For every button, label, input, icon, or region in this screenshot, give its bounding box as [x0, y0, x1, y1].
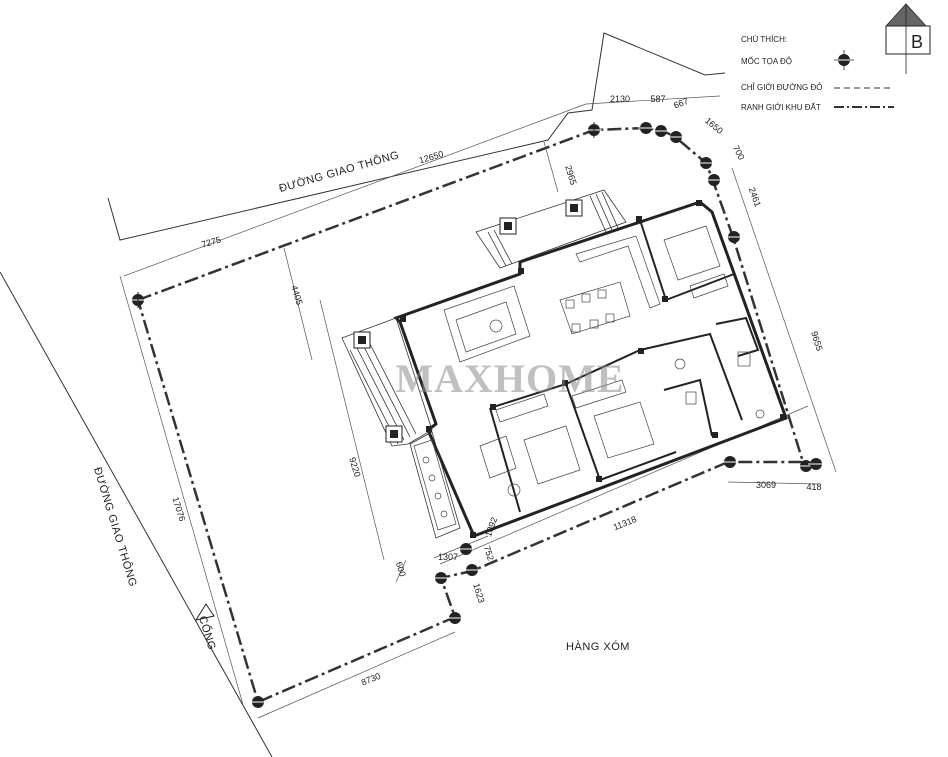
gate-arrow-icon [194, 603, 215, 621]
dim-12650: 12650 [418, 149, 445, 166]
survey-marker-icon [464, 564, 480, 576]
survey-marker-icon [722, 456, 738, 468]
survey-marker-icon [668, 131, 684, 143]
dim-9655: 9655 [809, 330, 824, 352]
survey-marker-icon [586, 122, 602, 138]
dim-600: 600 [394, 560, 408, 577]
dim-9220: 9220 [347, 456, 362, 478]
dim-2130: 2130 [610, 94, 630, 104]
front-porch [341, 317, 461, 539]
legend-title: CHÚ THÍCH: [741, 35, 787, 44]
dim-1307: 1307 [438, 552, 458, 562]
dim-2461: 2461 [747, 186, 763, 208]
north-letter: B [911, 32, 923, 52]
dim-7275: 7275 [200, 235, 222, 250]
furniture [413, 225, 765, 531]
dim-418: 418 [806, 482, 821, 492]
dim-3069: 3069 [756, 480, 776, 490]
survey-marker-icon [638, 122, 654, 134]
lot-boundary [136, 126, 805, 704]
house-walls [393, 200, 788, 538]
legend-item-marker-label: MỐC TỌA ĐỘ [741, 56, 792, 66]
survey-marker-icon [433, 572, 449, 584]
dim-17076: 17076 [170, 496, 187, 523]
gate: CỔNG [194, 603, 219, 652]
survey-marker-icon [130, 292, 146, 308]
dim-667: 667 [672, 96, 690, 111]
survey-marker-icon [250, 696, 266, 708]
dim-2965: 2965 [563, 164, 578, 186]
north-marker: B [885, 3, 931, 74]
legend-item-boundary-label: RANH GIỚI KHU ĐẤT [741, 102, 821, 112]
legend: CHÚ THÍCH: MỐC TỌA ĐỘ CHỈ GIỚI ĐƯỜNG ĐỎ … [741, 35, 894, 112]
survey-marker-icon [458, 543, 474, 555]
survey-marker-icon [726, 231, 742, 243]
dim-1650: 1650 [703, 115, 725, 136]
road-edge-lines [0, 32, 726, 757]
neighbor-label: HÀNG XÓM [566, 640, 630, 653]
dim-752: 752 [482, 544, 496, 561]
dim-11318: 11318 [612, 514, 638, 532]
gate-label: CỔNG [196, 614, 219, 651]
dim-587: 587 [650, 94, 665, 104]
road-label-left: ĐƯỜNG GIAO THÔNG [91, 466, 140, 589]
dim-4405: 4405 [289, 284, 304, 306]
columns [400, 200, 786, 538]
survey-marker-icon [834, 50, 854, 70]
survey-marker-icon [698, 157, 714, 169]
road-label-top: ĐƯỜNG GIAO THÔNG [277, 148, 400, 195]
dim-8730: 8730 [360, 671, 382, 688]
survey-markers [130, 122, 824, 708]
pillar-pads [353, 199, 583, 443]
dim-1623: 1623 [471, 582, 486, 604]
legend-item-redline-label: CHỈ GIỚI ĐƯỜNG ĐỎ [741, 83, 822, 92]
watermark: MAXHOME [395, 356, 624, 401]
survey-marker-icon [447, 612, 463, 624]
rear-porch [475, 189, 627, 269]
survey-marker-icon [653, 125, 669, 137]
survey-marker-icon [808, 458, 824, 470]
survey-marker-icon [706, 174, 722, 186]
dim-700: 700 [731, 144, 747, 162]
dimension-lines [119, 95, 837, 719]
